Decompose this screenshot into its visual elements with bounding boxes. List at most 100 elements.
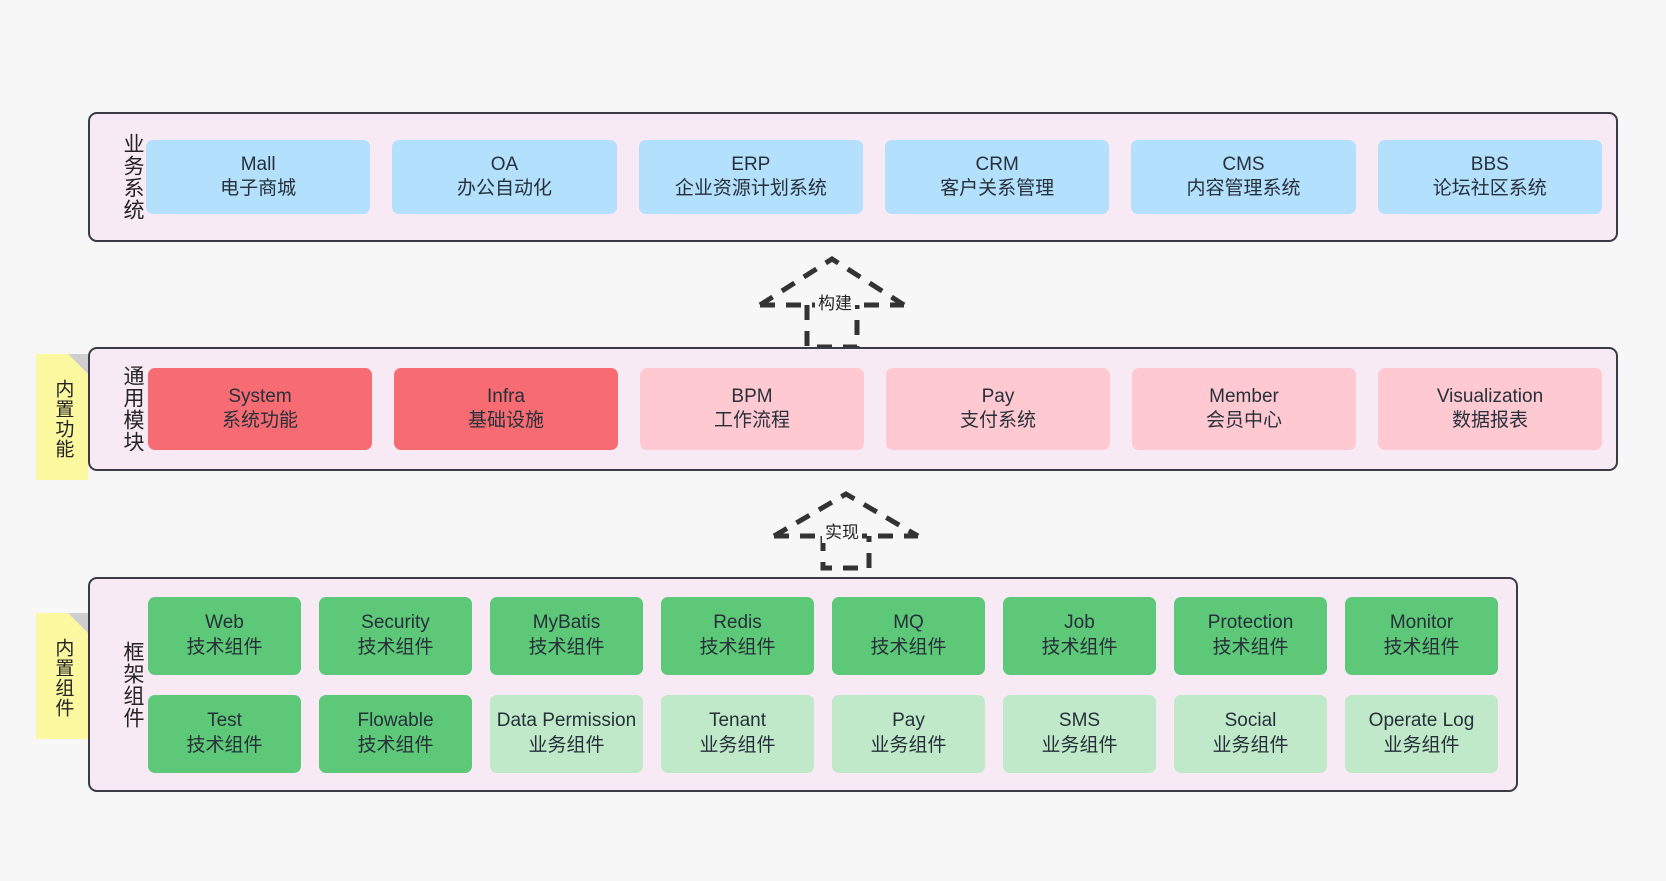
cell-subtitle: 技术组件 (528, 636, 605, 658)
cell-bpm[interactable]: BPM 工作流程 (640, 368, 864, 450)
cell-title: CMS (1222, 153, 1265, 175)
connector-build: 构建 (752, 255, 912, 350)
cell-subtitle: 电子商城 (220, 178, 297, 199)
cell-web[interactable]: Web 技术组件 (148, 596, 301, 675)
cell-subtitle: 业务组件 (870, 734, 947, 756)
cell-redis[interactable]: Redis 技术组件 (661, 596, 814, 675)
cell-title: Infra (486, 385, 526, 407)
cell-title: Protection (1207, 612, 1294, 634)
cell-title: Web (205, 612, 244, 634)
cell-flowable[interactable]: Flowable 技术组件 (319, 694, 472, 773)
cell-test[interactable]: Test 技术组件 (148, 694, 301, 773)
cell-title: Data Permission (496, 710, 637, 732)
cell-title: ERP (731, 153, 771, 175)
cell-security[interactable]: Security 技术组件 (319, 596, 472, 675)
note-label: 内置功能 (52, 379, 74, 459)
note-label: 内置组件 (52, 638, 74, 718)
cell-visualization[interactable]: Visualization 数据报表 (1378, 368, 1602, 450)
cell-subtitle: 业务组件 (1212, 734, 1289, 756)
cell-data-permission[interactable]: Data Permission 业务组件 (490, 694, 643, 773)
cell-title: Security (361, 612, 430, 634)
note-fold-corner-icon (68, 354, 88, 374)
cell-title: MyBatis (532, 612, 601, 634)
connector-label-implement: 实现 (822, 518, 862, 543)
cell-mq[interactable]: MQ 技术组件 (832, 596, 985, 675)
cell-operate-log[interactable]: Operate Log 业务组件 (1345, 694, 1498, 773)
note-builtin-components[interactable]: 内置组件 (36, 613, 88, 739)
cell-job[interactable]: Job 技术组件 (1003, 596, 1156, 675)
cell-subtitle: 支付系统 (959, 410, 1036, 431)
cell-sms[interactable]: SMS 业务组件 (1003, 694, 1156, 773)
cell-subtitle: 内容管理系统 (1186, 178, 1301, 199)
layer-framework-component[interactable]: 框架组件 Web 技术组件 Security 技术组件 MyBatis 技术组件… (88, 577, 1518, 792)
cell-title: Pay (981, 385, 1015, 407)
cell-subtitle: 办公自动化 (456, 178, 552, 199)
cell-subtitle: 客户关系管理 (940, 178, 1055, 199)
cell-title: Pay (892, 710, 925, 732)
cell-infra[interactable]: Infra 基础设施 (394, 368, 618, 450)
connector-implement: 实现 (766, 490, 926, 571)
connector-label-build: 构建 (815, 289, 855, 314)
cell-subtitle: 论坛社区系统 (1432, 178, 1547, 199)
layer-cells-common: System 系统功能 Infra 基础设施 BPM 工作流程 Pay 支付系统… (144, 349, 1616, 469)
layer-cells-business: Mall 电子商城 OA 办公自动化 ERP 企业资源计划系统 CRM 客户关系… (144, 114, 1616, 240)
cell-title: Operate Log (1368, 710, 1475, 732)
cell-title: Mall (240, 153, 276, 175)
cell-title: Member (1209, 385, 1279, 407)
cell-row: Test 技术组件 Flowable 技术组件 Data Permission … (148, 694, 1498, 773)
cell-oa[interactable]: OA 办公自动化 (392, 140, 617, 214)
cell-subtitle: 业务组件 (528, 734, 605, 756)
cell-subtitle: 业务组件 (699, 734, 776, 756)
cell-subtitle: 技术组件 (1212, 636, 1289, 658)
cell-title: Tenant (708, 710, 767, 732)
cell-subtitle: 技术组件 (870, 636, 947, 658)
cell-bbs[interactable]: BBS 论坛社区系统 (1377, 140, 1602, 214)
cell-monitor[interactable]: Monitor 技术组件 (1345, 596, 1498, 675)
cell-crm[interactable]: CRM 客户关系管理 (884, 140, 1110, 214)
cell-mybatis[interactable]: MyBatis 技术组件 (490, 596, 643, 675)
cell-mall[interactable]: Mall 电子商城 (146, 140, 371, 214)
layer-common-module[interactable]: 通用模块 System 系统功能 Infra 基础设施 BPM 工作流程 Pay… (88, 347, 1618, 471)
cell-subtitle: 基础设施 (467, 410, 544, 431)
cell-member[interactable]: Member 会员中心 (1132, 368, 1356, 450)
cell-row: System 系统功能 Infra 基础设施 BPM 工作流程 Pay 支付系统… (148, 368, 1602, 450)
cell-subtitle: 技术组件 (186, 734, 263, 756)
layer-title-common: 通用模块 (121, 365, 144, 453)
cell-title: Visualization (1436, 385, 1544, 407)
cell-pay[interactable]: Pay 支付系统 (886, 368, 1110, 450)
cell-tenant[interactable]: Tenant 业务组件 (661, 694, 814, 773)
cell-row: Mall 电子商城 OA 办公自动化 ERP 企业资源计划系统 CRM 客户关系… (146, 140, 1602, 214)
cell-subtitle: 工作流程 (713, 410, 790, 431)
cell-subtitle: 企业资源计划系统 (674, 178, 827, 199)
cell-title: BPM (731, 385, 773, 407)
cell-row: Web 技术组件 Security 技术组件 MyBatis 技术组件 Redi… (148, 596, 1498, 675)
cell-title: Redis (713, 612, 762, 634)
cell-subtitle: 业务组件 (1041, 734, 1118, 756)
cell-cms[interactable]: CMS 内容管理系统 (1131, 140, 1356, 214)
cell-title: SMS (1058, 710, 1101, 732)
layer-business-system[interactable]: 业务系统 Mall 电子商城 OA 办公自动化 ERP 企业资源计划系统 CRM… (88, 112, 1618, 242)
cell-title: CRM (975, 153, 1019, 175)
cell-erp[interactable]: ERP 企业资源计划系统 (638, 140, 863, 214)
layer-cells-framework: Web 技术组件 Security 技术组件 MyBatis 技术组件 Redi… (144, 579, 1516, 790)
cell-title: BBS (1470, 153, 1509, 175)
cell-title: Test (207, 710, 242, 732)
cell-subtitle: 系统功能 (221, 410, 298, 431)
cell-pay-business[interactable]: Pay 业务组件 (832, 694, 985, 773)
cell-social[interactable]: Social 业务组件 (1174, 694, 1327, 773)
generalization-arrow-icon (772, 491, 920, 571)
cell-subtitle: 技术组件 (357, 636, 434, 658)
note-builtin-functions[interactable]: 内置功能 (36, 354, 88, 480)
cell-title: Monitor (1389, 612, 1454, 634)
cell-subtitle: 技术组件 (1041, 636, 1118, 658)
cell-subtitle: 业务组件 (1383, 734, 1460, 756)
cell-title: System (228, 385, 292, 407)
cell-system[interactable]: System 系统功能 (148, 368, 372, 450)
cell-title: Job (1064, 612, 1095, 634)
cell-title: MQ (893, 612, 924, 634)
cell-subtitle: 会员中心 (1205, 410, 1282, 431)
cell-protection[interactable]: Protection 技术组件 (1174, 596, 1327, 675)
cell-subtitle: 技术组件 (1383, 636, 1460, 658)
cell-title: Social (1224, 710, 1277, 732)
cell-title: Flowable (357, 710, 434, 732)
